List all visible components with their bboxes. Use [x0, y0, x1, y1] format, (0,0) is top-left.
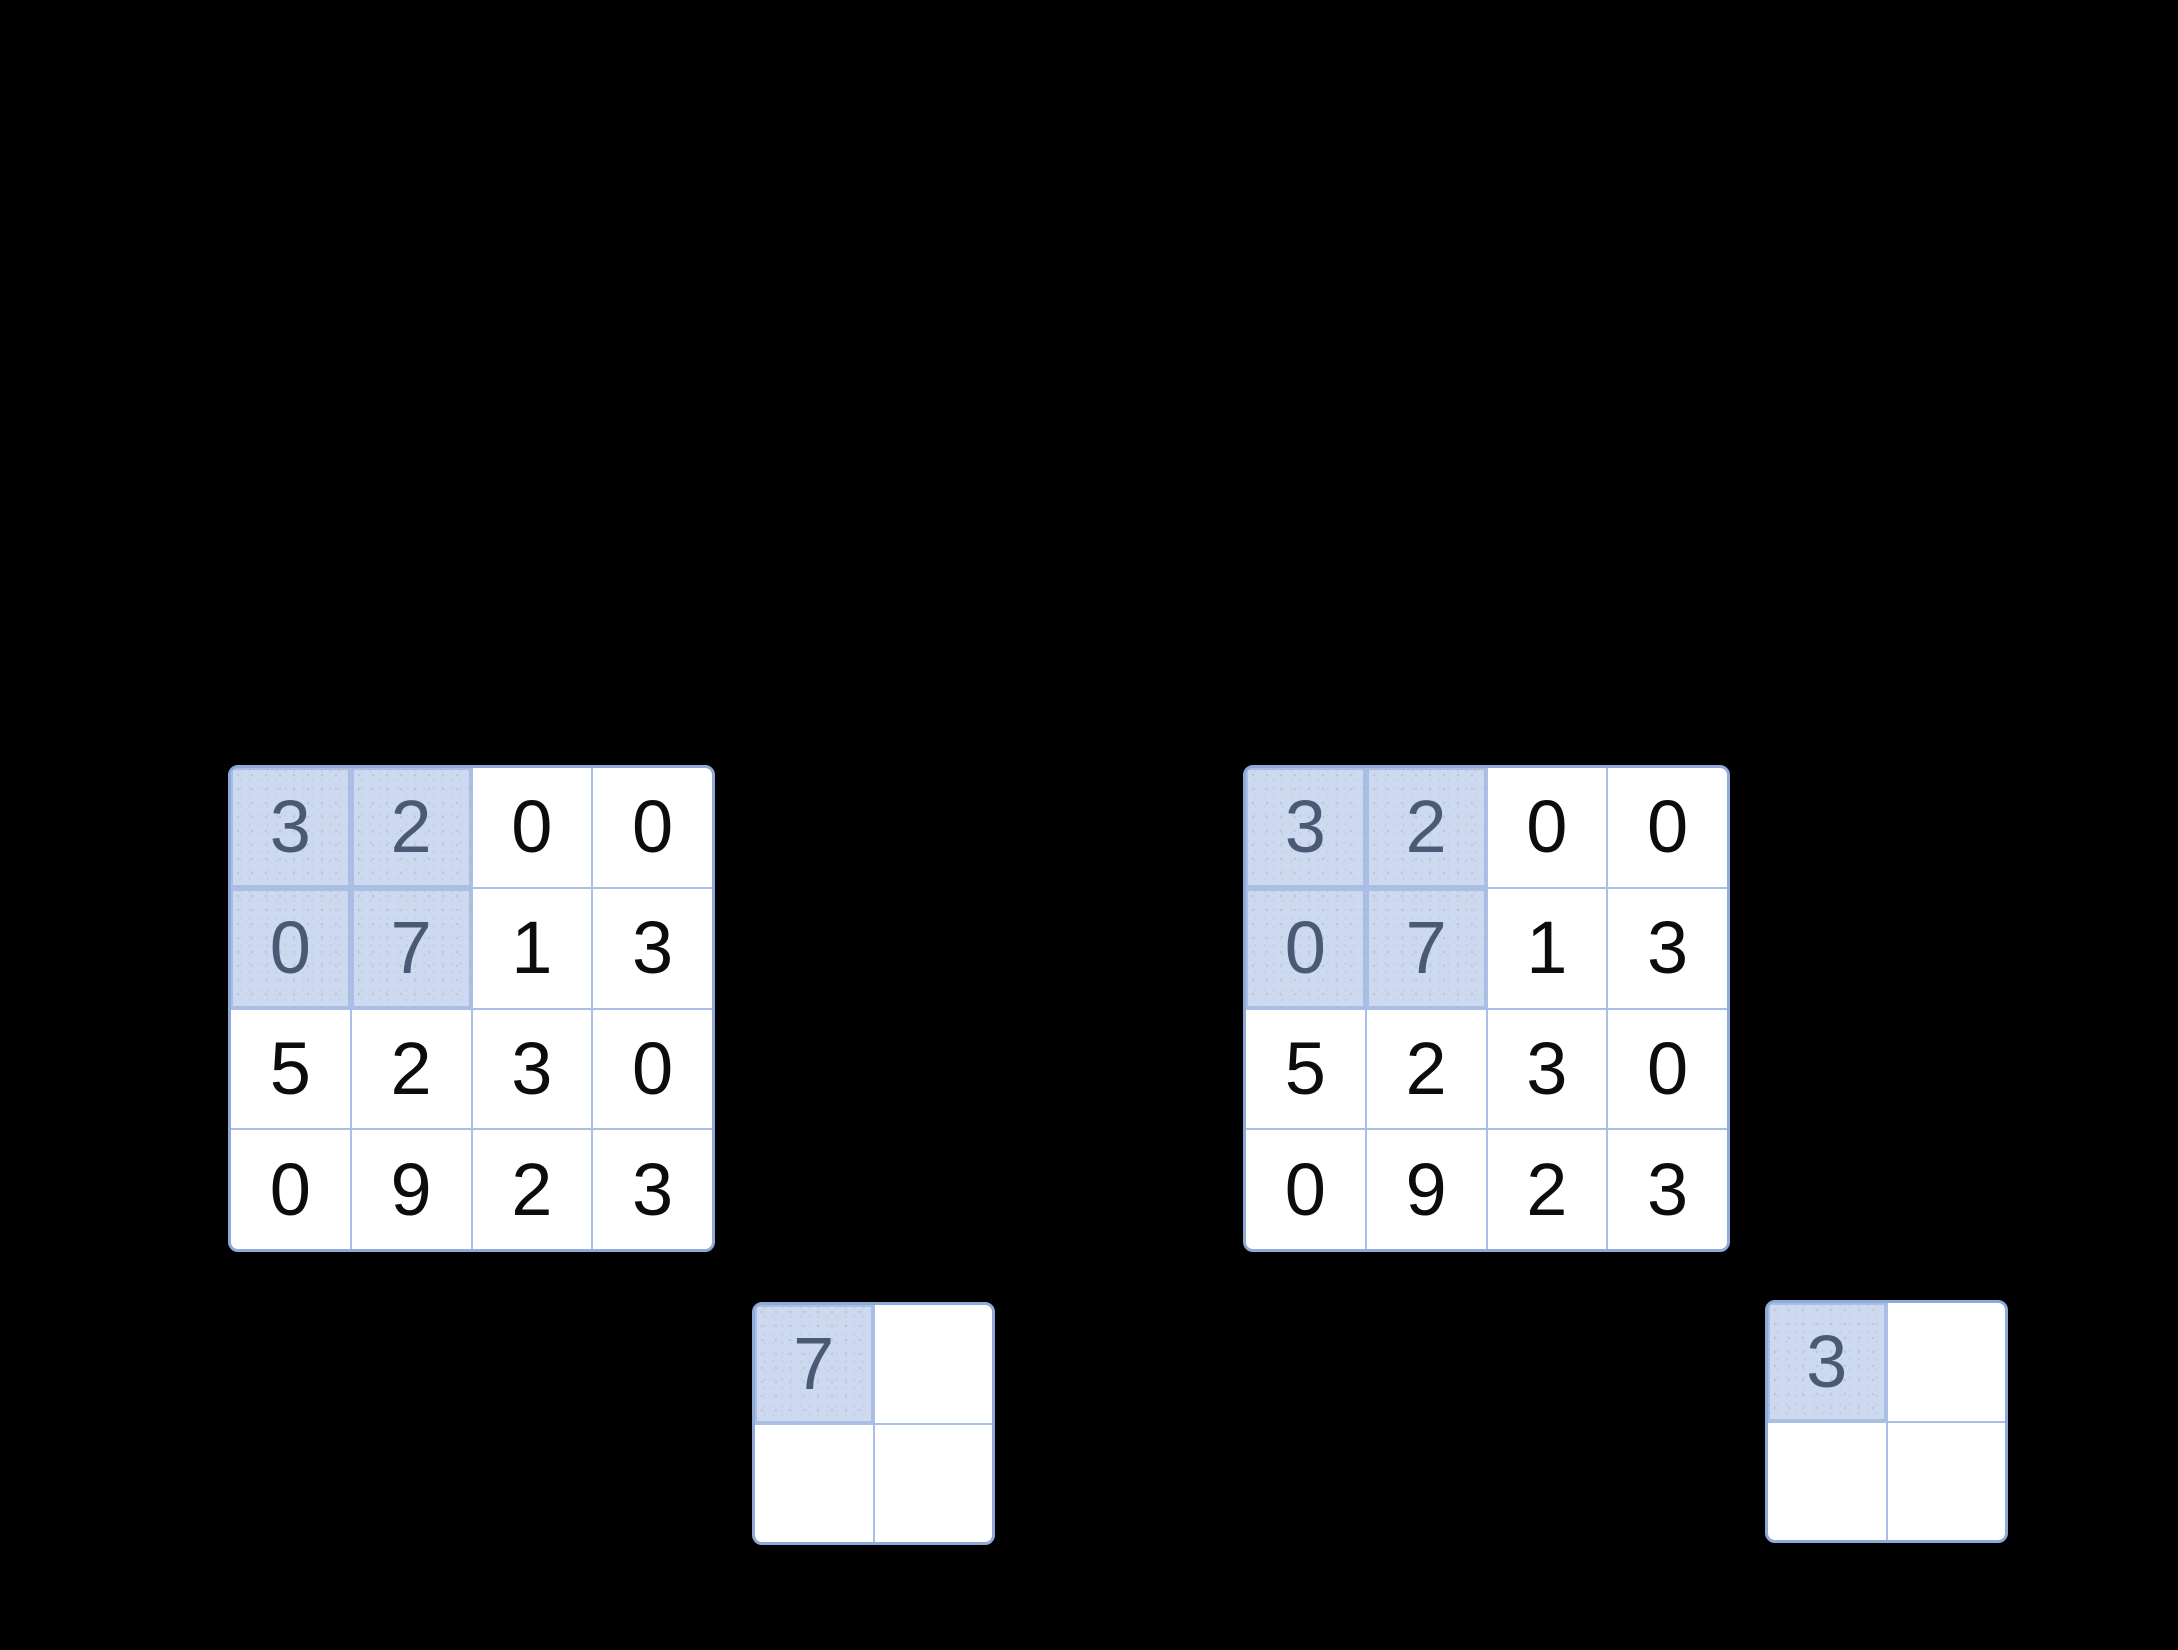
cell-value: 2 [1405, 1026, 1447, 1110]
grid-cell: 3 [1608, 888, 1727, 1008]
grid-cell: 3 [1246, 768, 1365, 887]
grid-cell: 2 [1366, 768, 1486, 887]
grid-cell: 9 [1366, 1130, 1486, 1249]
cell-value: 1 [511, 906, 553, 990]
cell-value: 0 [632, 1026, 674, 1110]
cell-value: 3 [632, 906, 674, 990]
grid-cell [1768, 1422, 1886, 1540]
grid-cell: 0 [1246, 1130, 1365, 1249]
grid-cell: 0 [593, 1009, 712, 1129]
grid-cell: 3 [593, 1130, 712, 1249]
cell-value: 7 [793, 1321, 835, 1405]
max-pooling-output-grid: 7 [752, 1302, 995, 1545]
cell-value: 2 [511, 1147, 553, 1231]
grid-cell: 3 [1608, 1130, 1727, 1249]
grid-cell [874, 1305, 992, 1423]
grid-cell: 2 [472, 1130, 592, 1249]
cell-value: 0 [269, 1147, 311, 1231]
grid-cell: 0 [1608, 1009, 1727, 1129]
grid-cell: 2 [1487, 1130, 1607, 1249]
grid-cell: 5 [1246, 1009, 1365, 1129]
cell-value: 3 [269, 785, 311, 869]
grid-cell: 1 [1487, 888, 1607, 1008]
grid-cell: 0 [1246, 888, 1365, 1008]
cell-value: 2 [1405, 785, 1447, 869]
cell-value: 0 [1647, 1026, 1689, 1110]
grid-cell: 1 [472, 888, 592, 1008]
cell-value: 3 [1647, 1147, 1689, 1231]
cell-value: 9 [390, 1147, 432, 1231]
cell-value: 0 [511, 785, 553, 869]
cell-value: 0 [1526, 785, 1568, 869]
grid-cell: 0 [231, 888, 350, 1008]
grid-cell: 0 [472, 768, 592, 887]
grid-cell: 0 [231, 1130, 350, 1249]
cell-value: 0 [1284, 906, 1326, 990]
grid-cell: 7 [1366, 888, 1486, 1008]
grid-cell: 5 [231, 1009, 350, 1129]
cell-value: 7 [390, 906, 432, 990]
grid-cell: 2 [1366, 1009, 1486, 1129]
cell-value: 0 [1647, 785, 1689, 869]
grid-cell: 0 [593, 768, 712, 887]
grid-cell: 3 [231, 768, 350, 887]
grid-cell [874, 1424, 992, 1542]
grid-cell: 7 [351, 888, 471, 1008]
cell-value: 3 [1526, 1026, 1568, 1110]
grid-cell: 3 [1768, 1303, 1886, 1421]
cell-value: 2 [390, 785, 432, 869]
grid-cell [755, 1424, 873, 1542]
cell-value: 0 [1284, 1147, 1326, 1231]
grid-cell: 3 [1487, 1009, 1607, 1129]
cell-value: 2 [390, 1026, 432, 1110]
grid-cell: 3 [593, 888, 712, 1008]
cell-value: 5 [1284, 1026, 1326, 1110]
cell-value: 9 [1405, 1147, 1447, 1231]
cell-value: 3 [511, 1026, 553, 1110]
grid-cell: 2 [351, 768, 471, 887]
cell-value: 3 [1284, 785, 1326, 869]
cell-value: 0 [269, 906, 311, 990]
grid-cell: 9 [351, 1130, 471, 1249]
grid-cell: 0 [1608, 768, 1727, 887]
grid-cell: 7 [755, 1305, 873, 1423]
cell-value: 1 [1526, 906, 1568, 990]
grid-cell: 3 [472, 1009, 592, 1129]
grid-cell [1887, 1422, 2005, 1540]
grid-cell: 0 [1487, 768, 1607, 887]
cell-value: 5 [269, 1026, 311, 1110]
cell-value: 7 [1405, 906, 1447, 990]
cell-value: 3 [1806, 1319, 1848, 1403]
cell-value: 2 [1526, 1147, 1568, 1231]
cell-value: 3 [632, 1147, 674, 1231]
average-pooling-output-grid: 3 [1765, 1300, 2008, 1543]
cell-value: 3 [1647, 906, 1689, 990]
grid-cell: 2 [351, 1009, 471, 1129]
cell-value: 0 [632, 785, 674, 869]
grid-cell [1887, 1303, 2005, 1421]
